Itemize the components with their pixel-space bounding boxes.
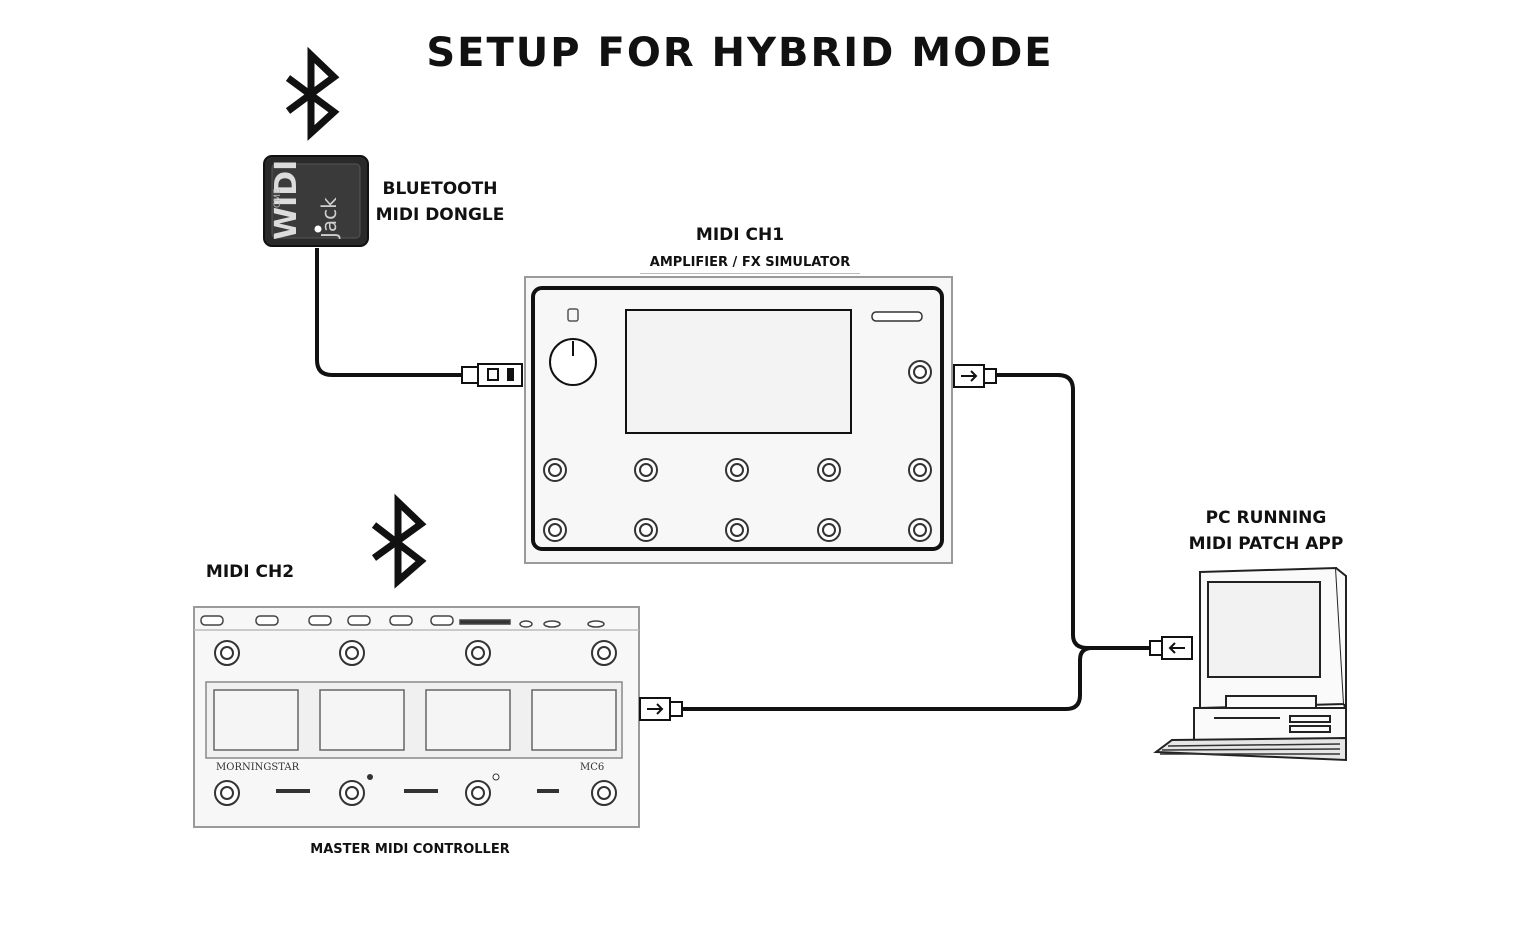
dongle-label-line1: BLUETOOTH: [382, 179, 498, 199]
usb-icon: [639, 697, 683, 721]
dongle-label-line2: MIDI DONGLE: [375, 205, 505, 225]
midi-dongle: WIDI Jack CME: [263, 155, 369, 247]
controller-model: MC6: [580, 762, 604, 773]
amp-caption: AMPLIFIER / FX SIMULATOR: [640, 255, 860, 274]
controller-displays: [213, 689, 617, 751]
dongle-brand-top: CME: [273, 188, 283, 208]
bluetooth-icon: [371, 493, 427, 589]
bluetooth-icon: [285, 46, 340, 141]
dongle-brand-main: WIDI: [269, 160, 304, 240]
usb-icon: [953, 364, 997, 388]
usb-icon: [1149, 636, 1193, 660]
dongle-label: BLUETOOTH MIDI DONGLE: [372, 176, 508, 228]
pc-label-line2: MIDI PATCH APP: [1188, 534, 1344, 554]
controller-channel-label: MIDI CH2: [205, 562, 295, 582]
dongle-brand-sub: Jack: [317, 197, 341, 240]
amp-knob: [549, 338, 597, 386]
cables: [315, 248, 1150, 711]
amp-simulator: [524, 276, 953, 564]
amp-footswitches: [543, 360, 932, 542]
diagram-title: SETUP FOR HYBRID MODE: [426, 30, 1054, 76]
cable-amp-to-pc: [995, 373, 1150, 650]
pc-computer: [1153, 566, 1347, 762]
controller-footswitches: [214, 640, 617, 806]
amp-channel-label: MIDI CH1: [695, 225, 785, 245]
midi-controller: MORNINGSTAR MC6: [193, 606, 640, 828]
controller-brand: MORNINGSTAR: [216, 762, 300, 773]
pc-label-line1: PC RUNNING: [1205, 508, 1327, 528]
amp-screen: [625, 309, 852, 434]
pc-monitor-screen: [1207, 581, 1321, 678]
usb-icon: [461, 363, 523, 387]
controller-caption: MASTER MIDI CONTROLLER: [310, 842, 510, 857]
pc-label: PC RUNNING MIDI PATCH APP: [1180, 505, 1352, 557]
cable-controller-to-pc: [683, 646, 1093, 711]
cable-dongle-to-amp: [315, 248, 462, 377]
dongle-led: [314, 225, 322, 233]
